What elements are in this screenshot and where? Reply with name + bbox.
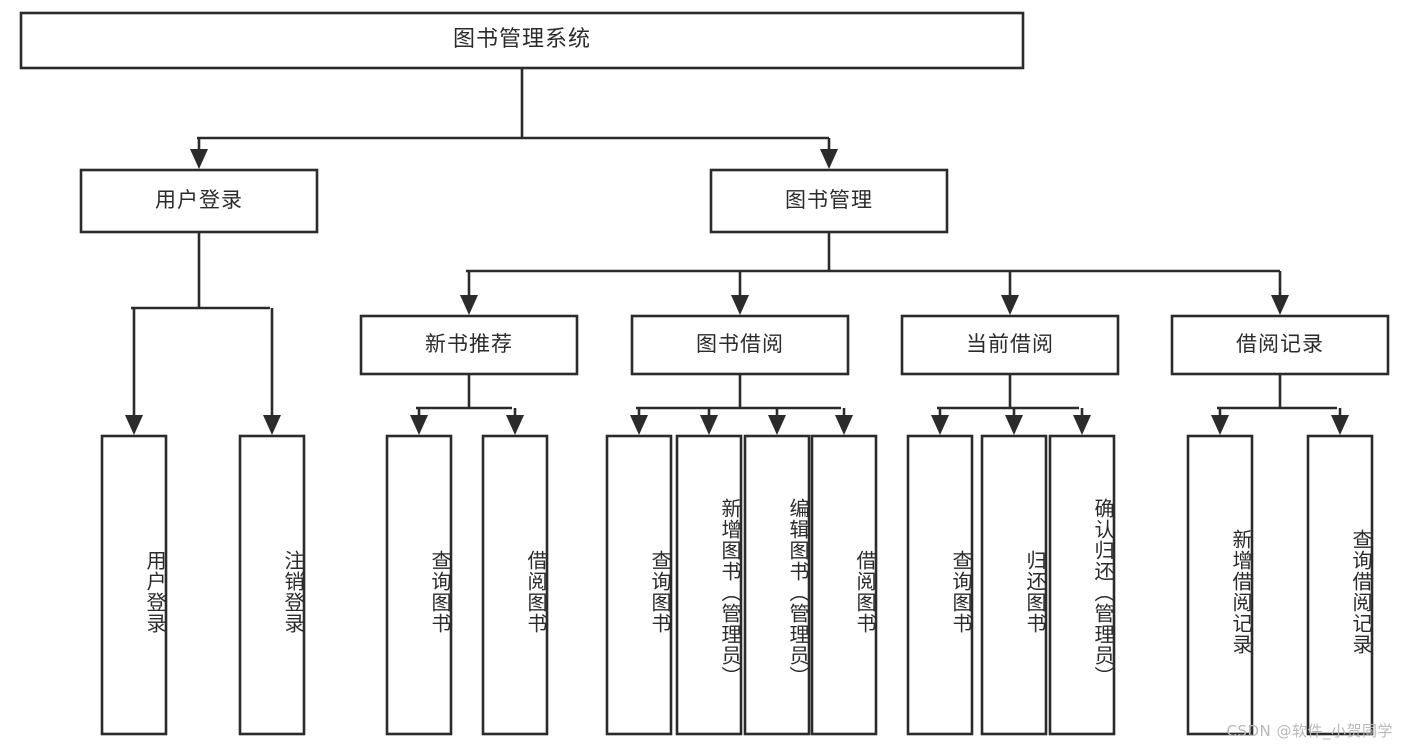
arrowhead-new-book-rec (460, 295, 478, 315)
watermark-text: CSDN @软件_小贺同学 (1226, 722, 1393, 740)
arrowhead-leaf-query-record (1331, 415, 1349, 435)
arrowhead-leaf-query-book-2 (630, 415, 648, 435)
arrowhead-book-borrow (731, 295, 749, 315)
node-box-leaf-user-login[interactable] (100, 434, 168, 736)
node-box-current-borrow[interactable] (900, 314, 1120, 376)
node-box-borrow-record[interactable] (1170, 314, 1390, 376)
arrowhead-user-login (190, 149, 208, 169)
node-box-leaf-user-logout[interactable] (238, 434, 306, 736)
node-box-leaf-query-book-1[interactable] (385, 434, 453, 736)
node-box-user-login[interactable] (79, 168, 319, 234)
connectors-layer (125, 68, 1349, 435)
arrowhead-leaf-add-record (1211, 415, 1229, 435)
arrowhead-leaf-query-book-1 (410, 415, 428, 435)
arrowhead-leaf-confirm-return (1073, 415, 1091, 435)
node-box-leaf-query-record[interactable] (1306, 434, 1374, 736)
arrowhead-leaf-edit-book (768, 415, 786, 435)
boxes-layer (19, 11, 1390, 736)
node-box-leaf-add-record[interactable] (1186, 434, 1254, 736)
node-box-leaf-query-book-3[interactable] (906, 434, 974, 736)
node-box-leaf-borrow-book-2[interactable] (810, 434, 878, 736)
arrowhead-leaf-query-book-3 (931, 415, 949, 435)
arrowhead-leaf-borrow-book-1 (506, 415, 524, 435)
arrowhead-leaf-user-logout (263, 415, 281, 435)
node-box-leaf-edit-book[interactable] (743, 434, 811, 736)
arrowhead-leaf-add-book (700, 415, 718, 435)
arrowhead-book-manage (820, 149, 838, 169)
node-box-leaf-query-book-2[interactable] (605, 434, 673, 736)
node-box-leaf-add-book[interactable] (675, 434, 743, 736)
node-box-leaf-borrow-book-1[interactable] (481, 434, 549, 736)
node-box-new-book-rec[interactable] (359, 314, 579, 376)
arrowhead-leaf-user-login (125, 415, 143, 435)
node-box-root[interactable] (19, 11, 1025, 70)
arrowhead-leaf-return-book (1005, 415, 1023, 435)
node-box-book-borrow[interactable] (630, 314, 850, 376)
arrowhead-current-borrow (1001, 295, 1019, 315)
node-box-leaf-return-book[interactable] (980, 434, 1048, 736)
arrowhead-borrow-record (1271, 295, 1289, 315)
node-box-leaf-confirm-return[interactable] (1048, 434, 1116, 736)
node-box-book-manage[interactable] (709, 168, 949, 234)
arrowhead-leaf-borrow-book-2 (835, 415, 853, 435)
